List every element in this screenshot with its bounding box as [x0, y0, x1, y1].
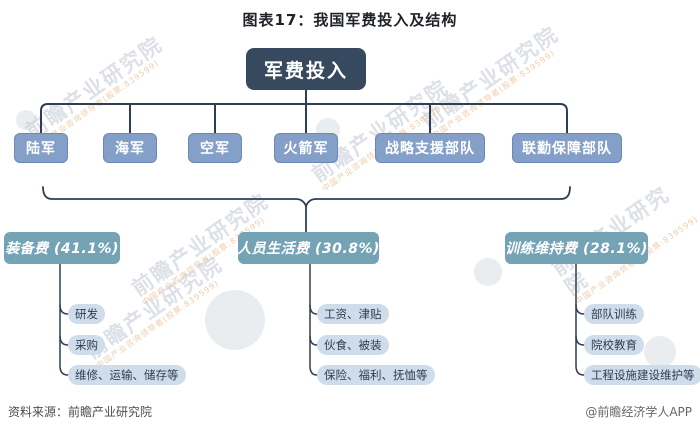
leaf-item: 伙食、被装	[317, 335, 389, 355]
connector-subtree-left-hook	[59, 304, 69, 315]
leaf-item: 保险、福利、抚恤等	[317, 365, 435, 385]
branch-node-rocket: 火箭军	[274, 133, 338, 163]
connector-subtree-left	[59, 263, 69, 376]
watermark-logo-circle	[474, 258, 502, 286]
watermark-logo-circle	[16, 110, 36, 130]
connector-subtree-left-hook	[59, 335, 69, 346]
watermark-logo-circle	[205, 290, 265, 350]
branch-node-airforce: 空军	[188, 133, 242, 163]
root-node: 军费投入	[246, 48, 366, 90]
watermark-logo-circle	[644, 336, 676, 368]
connector-subtree-right	[575, 263, 585, 376]
figure-title: 图表17：我国军费投入及结构	[242, 11, 458, 29]
connector-brace	[42, 186, 571, 207]
branch-node-navy: 海军	[103, 133, 157, 163]
connector-subtree-right-hook	[575, 335, 585, 346]
leaf-item: 采购	[68, 335, 105, 355]
leaf-item: 院校教育	[584, 335, 644, 355]
category-node-personnel: 人员生活费 (30.8%)	[237, 232, 379, 264]
leaf-item: 部队训练	[584, 304, 644, 324]
branch-node-strategic-support: 战略支援部队	[375, 133, 485, 163]
branch-node-army: 陆军	[14, 133, 68, 163]
connector-subtree-middle-hook	[309, 304, 318, 315]
source-note: 资料来源：前瞻产业研究院	[8, 405, 153, 419]
credit-note: @前瞻经济学人APP	[585, 405, 692, 419]
leaf-item: 工资、津贴	[317, 304, 389, 324]
branch-node-logistic-support: 联勤保障部队	[512, 133, 622, 163]
leaf-item: 维修、运输、储存等	[68, 365, 186, 385]
connector-branch-bus	[40, 103, 568, 134]
leaf-item: 研发	[68, 304, 105, 324]
leaf-item: 工程设施建设维护等	[584, 365, 700, 385]
connector-subtree-right-hook	[575, 304, 585, 315]
category-node-training: 训练维持费 (28.1%)	[505, 232, 648, 264]
category-node-equipment: 装备费 (41.1%)	[4, 232, 120, 264]
connector-subtree-middle-hook	[309, 335, 318, 346]
connector-subtree-middle	[309, 263, 318, 376]
